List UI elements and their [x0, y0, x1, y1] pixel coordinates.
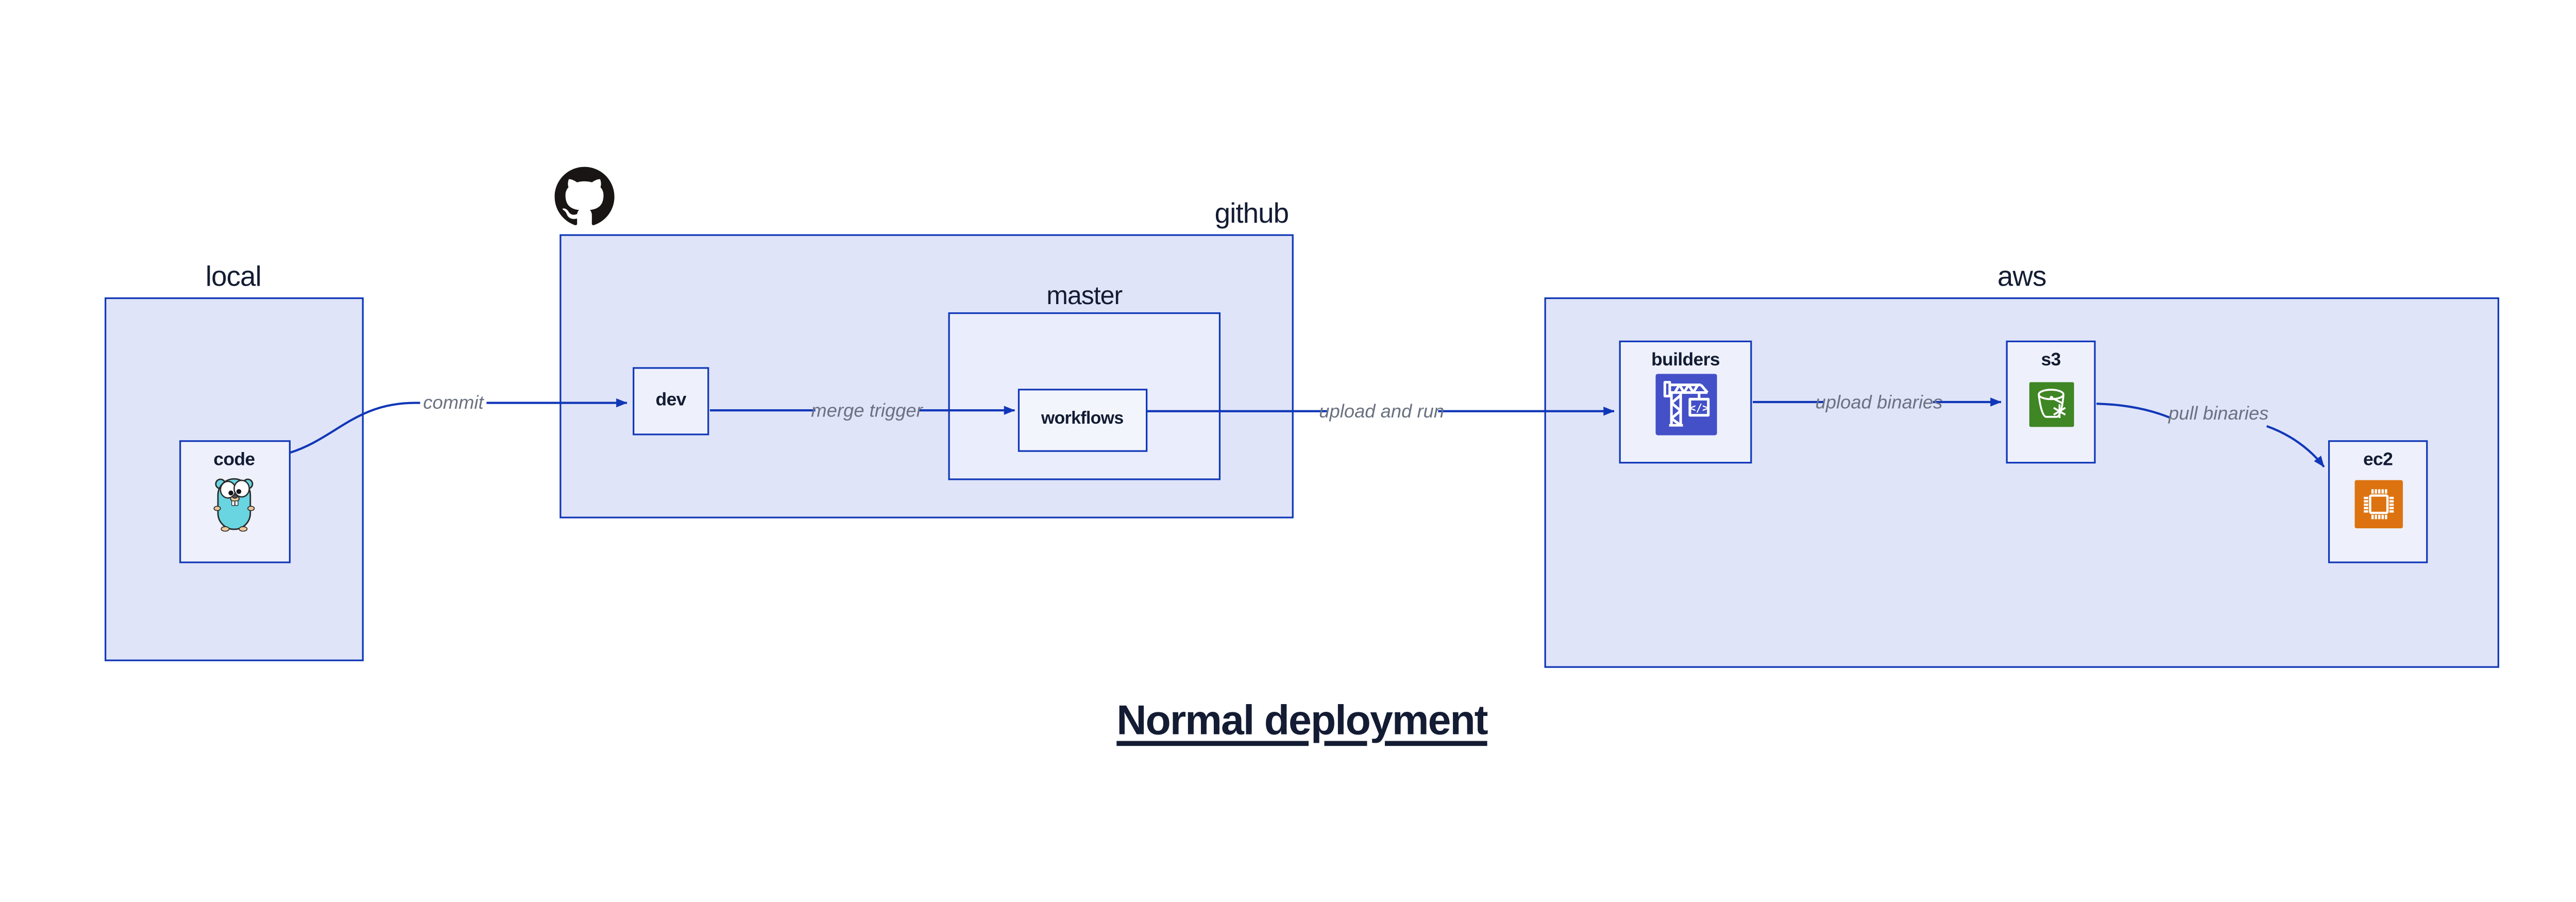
node-dev: dev [633, 366, 709, 436]
container-github-label: github [1214, 196, 1290, 229]
node-s3-label: s3 [2041, 349, 2061, 370]
container-master-label: master [1046, 281, 1123, 310]
node-code-label: code [213, 449, 255, 470]
node-dev-label: dev [655, 390, 687, 410]
go-gopher-icon [213, 477, 255, 531]
aws-codebuild-crane-icon: </> [1654, 374, 1717, 436]
node-ec2: ec2 [2328, 440, 2428, 563]
node-ec2-label: ec2 [2363, 450, 2393, 471]
node-builders: builders </> [1619, 340, 1752, 463]
codebuild-code-glyph: </> [1688, 402, 1708, 414]
node-s3: s3 [2006, 340, 2096, 463]
aws-s3-glacier-bucket-icon [2028, 381, 2074, 426]
edge-upload-and-run-label: upload and run [1319, 400, 1444, 422]
node-builders-label: builders [1651, 349, 1720, 370]
node-code: code [178, 440, 290, 563]
github-octocat-icon [554, 166, 615, 225]
edge-commit-label: commit [423, 392, 484, 413]
container-aws-label: aws [1997, 261, 2047, 293]
node-workflows-label: workflows [1041, 408, 1124, 429]
diagram-title: Normal deployment [1116, 697, 1488, 744]
aws-ec2-chip-icon [2353, 480, 2402, 528]
node-workflows: workflows [1018, 388, 1147, 452]
container-local-label: local [205, 261, 262, 293]
